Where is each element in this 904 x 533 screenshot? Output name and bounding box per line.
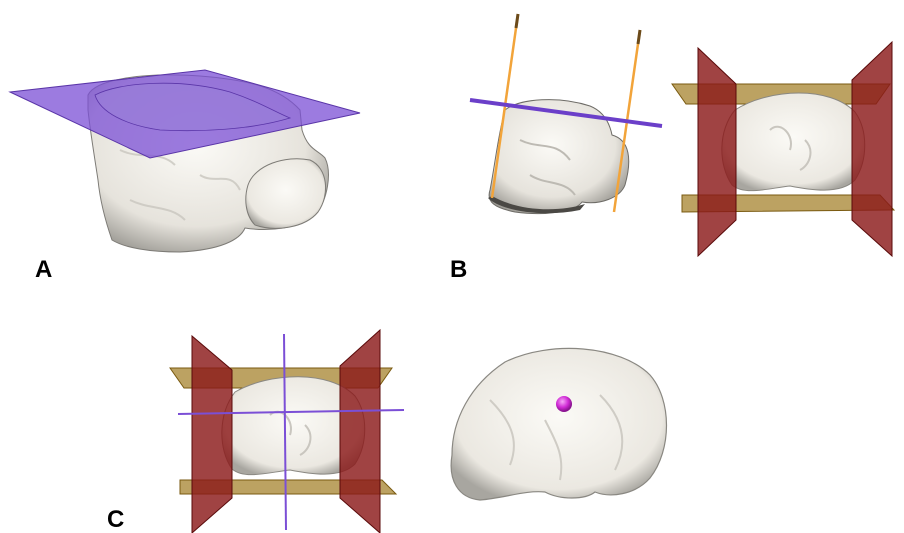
panel-label-b: B [450,258,467,282]
panel-b-left [470,14,662,214]
panel-label-c: C [107,508,124,532]
sagittal-plane-right-b [852,42,892,256]
tibia-axial-view-b [722,93,865,191]
sagittal-plane-left-b [698,48,736,256]
sagittal-plane-right-c [340,330,380,533]
panel-c-left [170,330,404,533]
landmark-sphere-c [556,396,572,412]
panel-label-a: A [35,258,52,282]
crosshair-vertical-c [284,334,286,530]
panel-c-right [451,348,666,500]
tibia-plateau-view-c [451,348,666,500]
guide-pin-right-tip-b [638,30,640,44]
sagittal-plane-left-c [192,336,232,533]
panel-a [10,70,360,252]
panel-b-right [672,42,894,256]
guide-pin-left-tip-b [516,14,518,28]
